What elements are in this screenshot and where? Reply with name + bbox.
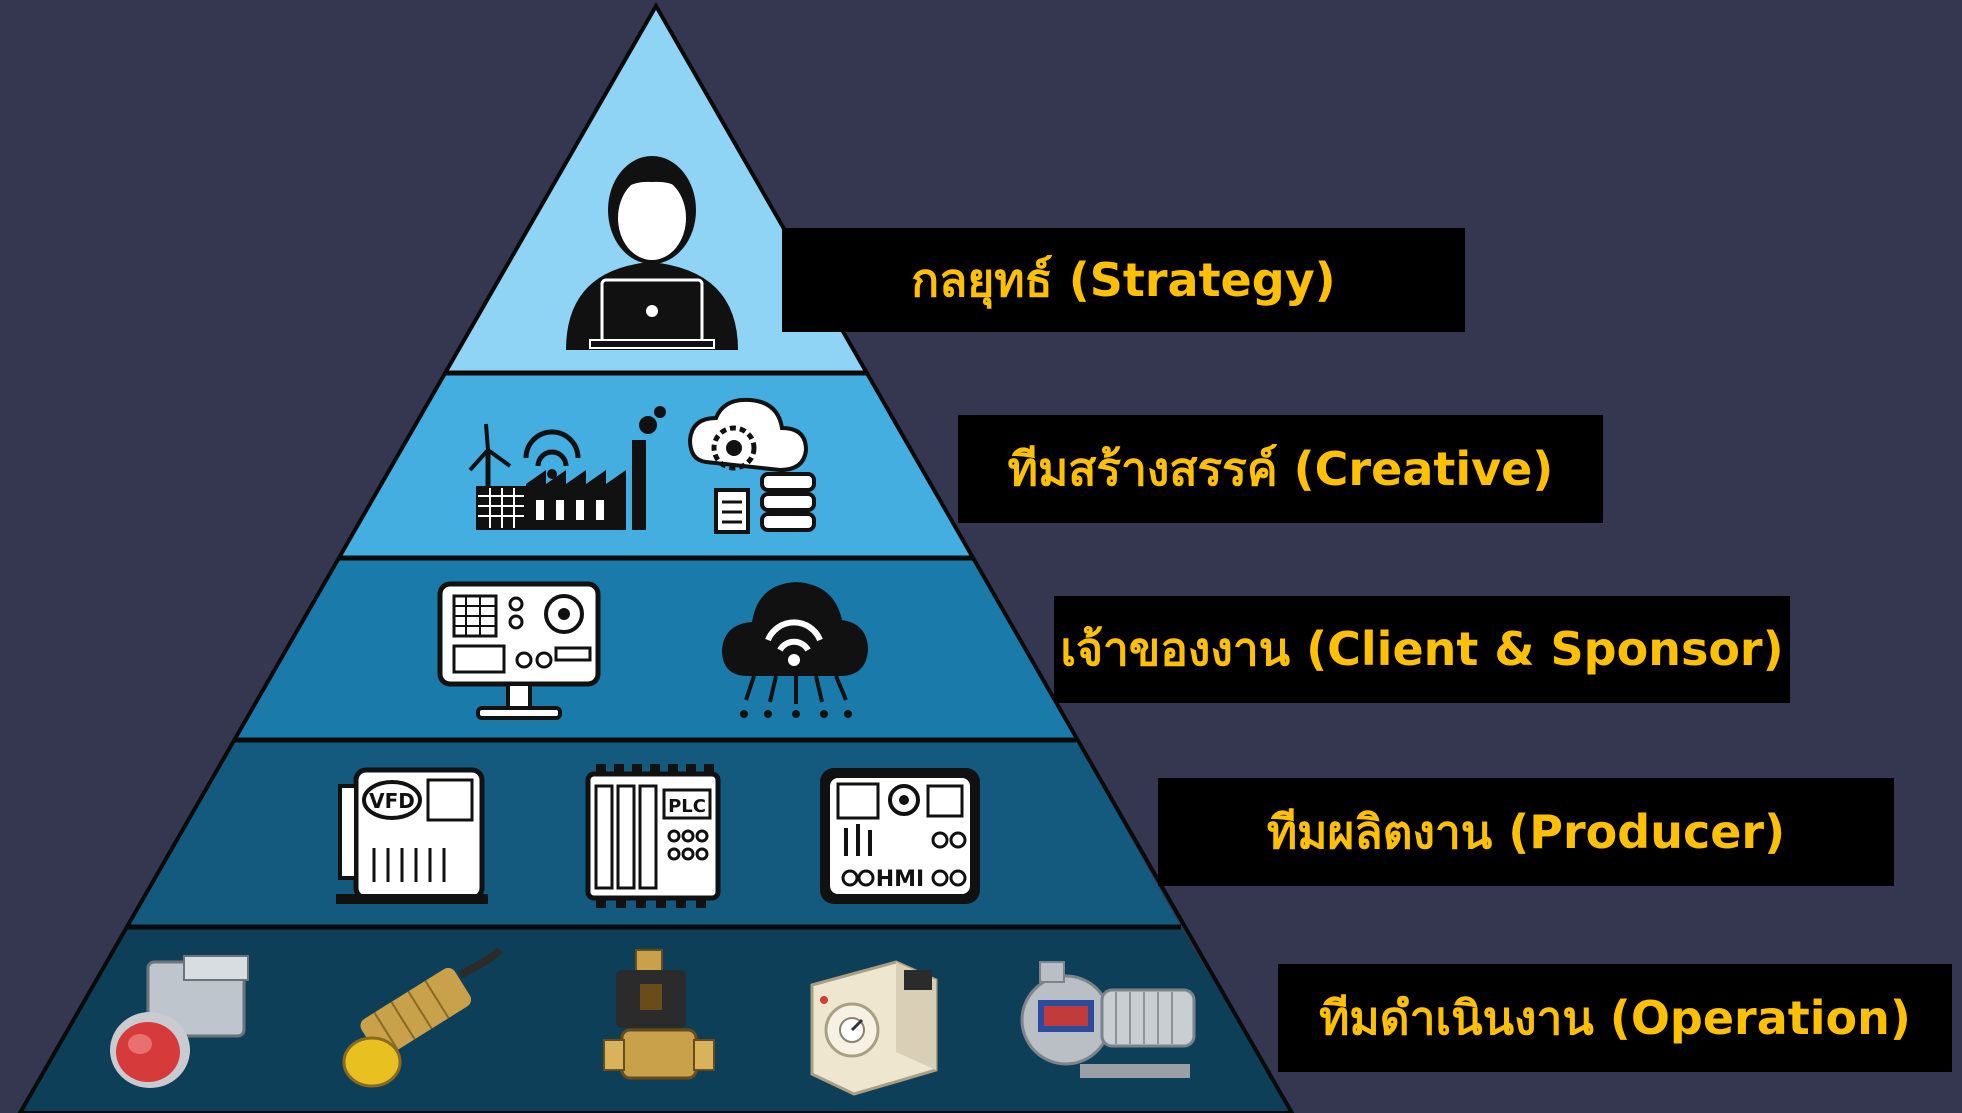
proximity-sensor-icon — [342, 947, 503, 1088]
cloud-wifi-icon — [722, 582, 868, 718]
push-button-icon — [110, 955, 249, 1088]
smart-factory-icon — [468, 406, 666, 530]
timer-relay-icon — [810, 960, 938, 1096]
tier-label-strategy: กลยุทธ์ (Strategy) — [782, 228, 1465, 332]
tier-label-client-sponsor: เจ้าของงาน (Client & Sponsor) — [1054, 596, 1790, 703]
tier-label-text: กลยุทธ์ (Strategy) — [911, 252, 1336, 307]
tier-label-text: ทีมดำเนินงาน (Operation) — [1319, 990, 1911, 1045]
person-laptop-icon — [566, 156, 738, 350]
tier-2-creative — [339, 373, 973, 558]
cloud-database-icon — [687, 397, 816, 534]
pump-icon — [1020, 961, 1196, 1078]
hmi-label: HMI — [876, 867, 925, 892]
tier-3-client-sponsor — [234, 558, 1076, 740]
tier-label-text: ทีมสร้างสรรค์ (Creative) — [1007, 441, 1554, 496]
tier-label-operation: ทีมดำเนินงาน (Operation) — [1278, 964, 1952, 1072]
hmi-panel-icon: HMI — [820, 768, 980, 904]
tier-label-text: ทีมผลิตงาน (Producer) — [1266, 804, 1786, 859]
plc-label: PLC — [668, 796, 706, 817]
tier-label-producer: ทีมผลิตงาน (Producer) — [1158, 778, 1894, 886]
tier-label-creative: ทีมสร้างสรรค์ (Creative) — [958, 415, 1603, 523]
pyramid-outline — [17, 1, 1295, 1113]
plc-rack-icon: PLC — [585, 764, 721, 908]
control-monitor-icon — [437, 581, 601, 720]
vfd-label: VFD — [369, 789, 415, 813]
vfd-drive-icon: VFD — [336, 767, 488, 904]
tier-label-text: เจ้าของงาน (Client & Sponsor) — [1060, 622, 1784, 676]
solenoid-valve-icon — [603, 949, 715, 1080]
